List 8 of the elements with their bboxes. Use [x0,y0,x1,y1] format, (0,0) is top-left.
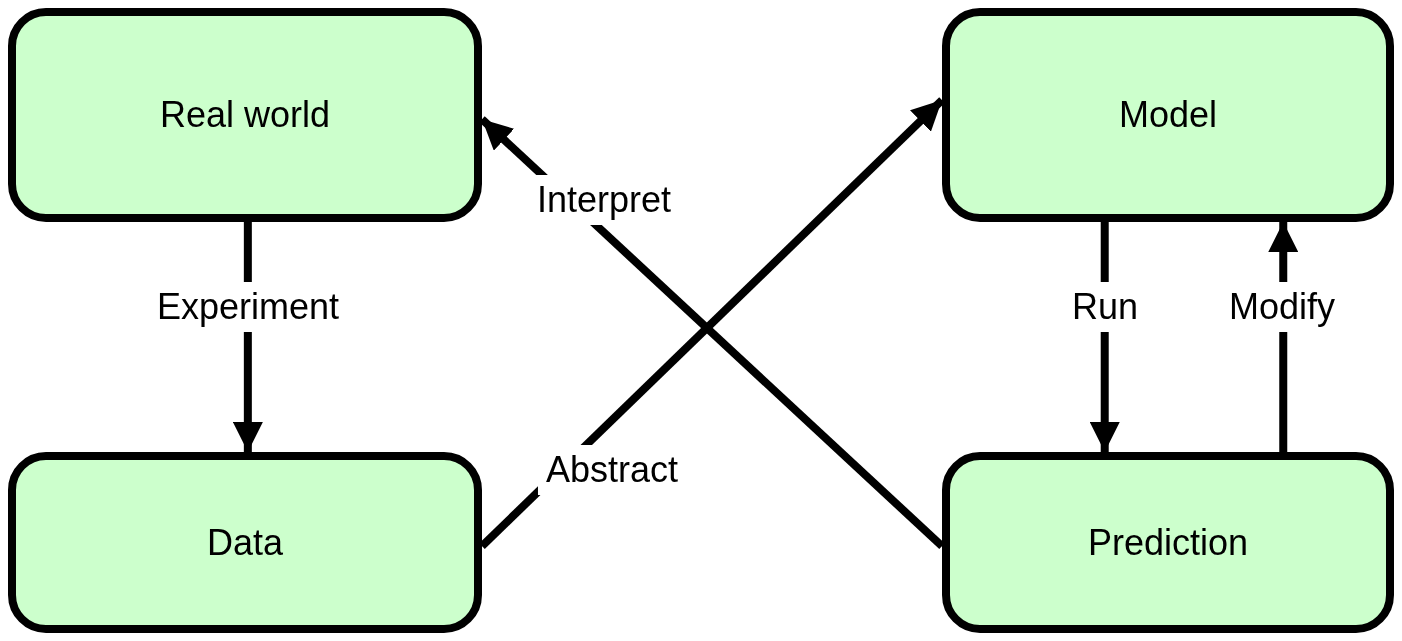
process-box [942,452,1394,633]
node-text: Model [1118,94,1218,136]
process-box [8,8,482,222]
node-text: Real world [159,94,331,136]
node-text: Prediction [1087,521,1249,564]
process-box [942,8,1394,222]
process-box [8,452,482,633]
node-text: Data [206,521,283,564]
